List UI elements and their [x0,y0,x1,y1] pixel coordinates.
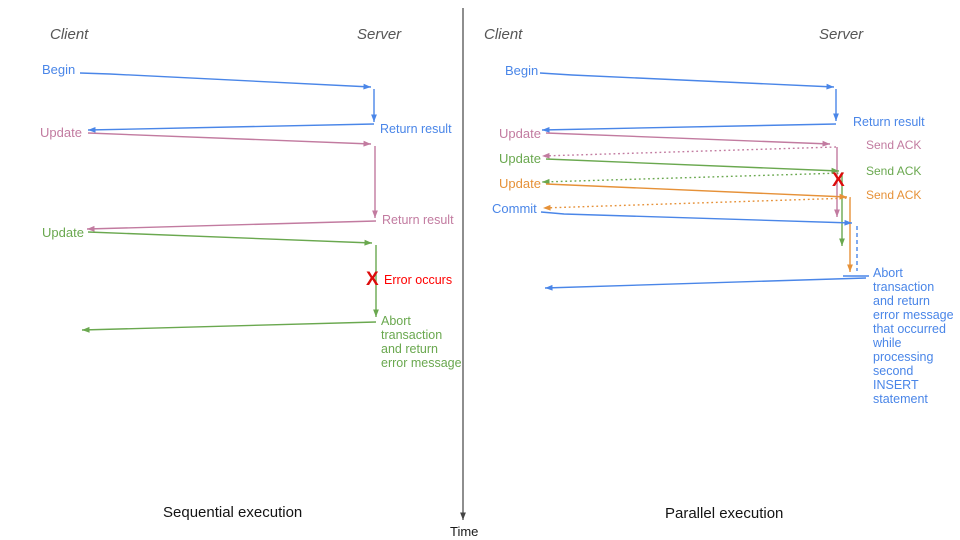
sequential-begin-arrow [79,72,372,88]
sequential-update-1-arrow-head [363,140,371,147]
parallel-send-ack-3-label: Send ACK [866,188,922,202]
parallel-update-2-processing-line-head [839,238,845,246]
sequential-error-x-mark: X [366,269,379,290]
parallel-send-ack-3-arrow-head [543,204,551,211]
sequential-error-occurs-label: Error occurs [384,273,453,287]
sequential-update-1-processing-line-head [372,210,378,218]
sequential-update-2-processing-line-head [373,309,379,317]
parallel-send-ack-1-label: Send ACK [866,138,922,152]
parallel-update-1-processing-line-head [834,209,840,217]
parallel-update-2-arrow-head [831,167,839,174]
sequential-update-2-label: Update [42,225,84,240]
sequential-server-header: Server [357,26,402,43]
sequential-begin-processing-line-head [371,114,377,122]
parallel-server-header: Server [819,26,864,43]
parallel-send-ack-2-label: Send ACK [866,164,922,178]
sequential-update-2-arrow [87,231,373,244]
sequential-update-1-arrow [87,132,372,145]
parallel-begin-label: Begin [505,63,539,78]
sequential-return-result-2-label: Return result [382,213,454,227]
parallel-send-ack-1-arrow [541,146,837,157]
parallel-begin-arrow-head [826,83,834,90]
parallel-send-ack-1-arrow-head [542,152,550,159]
sequential-return-result-1-label: Return result [380,122,452,136]
parallel-return-result-arrow-head [542,126,550,133]
parallel-commit-label: Commit [492,201,537,216]
parallel-abort-arrow [544,277,867,289]
time-axis-label: Time [450,524,479,539]
parallel-commit-arrow-head [844,219,852,226]
parallel-client-header: Client [484,26,523,43]
parallel-commit-arrow [540,211,853,224]
sequential-abort-arrow [81,321,377,331]
parallel-return-result-arrow [541,123,837,131]
parallel-begin-processing-line-head [833,113,839,121]
sequential-update-1-label: Update [40,125,82,140]
sequential-client-header: Client [50,26,89,43]
parallel-update-1-arrow [545,132,831,145]
parallel-update-3-label: Update [499,176,541,191]
sequential-abort-arrow-head [82,326,90,333]
sequential-begin-label: Begin [42,62,76,77]
sequential-return-result-2-arrow [86,220,377,230]
parallel-return-result-label: Return result [853,115,925,129]
parallel-send-ack-3-arrow [542,197,852,209]
parallel-update-2-label: Update [499,151,541,166]
parallel-abort-arrow-head [545,284,553,291]
parallel-update-3-processing-line-head [847,264,853,272]
parallel-update-2-arrow [545,158,840,172]
sequential-begin-arrow-head [363,83,371,90]
sequential-return-result-2-arrow-head [87,225,95,232]
parallel-abort-message-label: Abort transaction and return error messa… [873,266,954,406]
sequential-update-2-arrow-head [364,239,372,246]
sequential-abort-message-label: Abort transaction and return error messa… [381,314,462,370]
parallel-error-x-mark: X [832,170,845,191]
sequential-return-result-1-arrow-head [88,126,96,133]
parallel-begin-arrow [539,72,835,88]
sequential-caption: Sequential execution [163,504,303,521]
parallel-update-1-label: Update [499,126,541,141]
parallel-update-1-arrow-head [822,140,830,147]
time-axis-line-head [460,512,466,520]
sequential-return-result-1-arrow [87,123,375,131]
parallel-caption: Parallel execution [665,505,784,522]
parallel-send-ack-2-arrow-head [542,178,550,185]
parallel-update-3-arrow [545,183,848,198]
